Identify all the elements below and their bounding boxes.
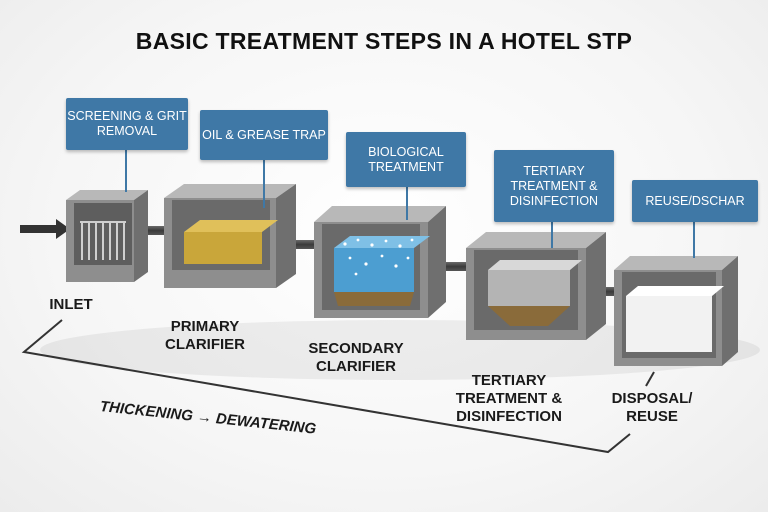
inlet-arrow xyxy=(20,219,70,239)
pipe-secondary-tertiary xyxy=(440,262,468,271)
callout-grease-trap: OIL & GREASE TRAP xyxy=(200,110,328,160)
pipe-inlet-primary xyxy=(135,226,170,235)
tank-tertiary xyxy=(466,232,606,340)
sludge-bed xyxy=(334,292,414,306)
tank-biological xyxy=(314,206,446,318)
stage-label-tertiary: TERTIARY TREATMENT & DISINFECTION xyxy=(455,372,563,425)
callout-leaders xyxy=(125,150,695,258)
bar-screen-icon xyxy=(80,221,126,260)
grease-layer xyxy=(184,220,278,232)
stage-label-disposal: DISPOSAL/ REUSE xyxy=(611,390,693,425)
stage-label-inlet: INLET xyxy=(49,296,93,313)
tank-reuse xyxy=(614,256,738,366)
callout-tertiary: TERTIARY TREATMENT & DISINFECTION xyxy=(494,150,614,222)
tank-grease-trap xyxy=(164,184,296,288)
pipe-primary-secondary xyxy=(290,240,320,249)
sludge-bracket xyxy=(21,319,655,454)
callout-reuse: REUSE/DSCHAR xyxy=(632,180,758,222)
tank-screening xyxy=(66,190,148,282)
air-bubbles xyxy=(343,238,414,276)
filter-media xyxy=(488,260,582,270)
diagram-title: BASIC TREATMENT STEPS IN A HOTEL STP xyxy=(135,28,633,54)
clean-water xyxy=(626,286,724,296)
settled-sludge xyxy=(488,306,570,326)
stage-label-secondary: SECONDARY CLARIFIER xyxy=(308,340,404,375)
aeration-water xyxy=(334,236,430,248)
callout-biological: BIOLOGICAL TREATMENT xyxy=(346,132,466,187)
stage-label-primary: PRIMARY CLARIFIER xyxy=(165,318,245,353)
callout-screening: SCREENING & GRIT REMOVAL xyxy=(66,98,188,150)
